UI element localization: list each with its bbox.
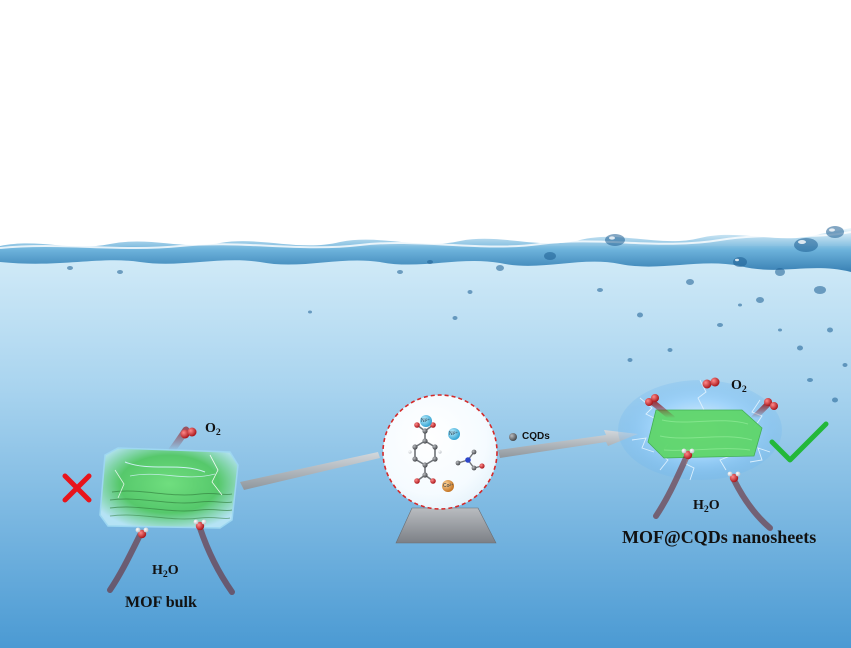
arrow-left-to-center [240, 452, 380, 490]
solvent-atoms [455, 449, 485, 471]
linker-atoms [408, 422, 442, 484]
left-o2-label: O2 [205, 421, 221, 439]
left-h2o-trails [107, 525, 235, 595]
cqds-label: CQDs [522, 431, 550, 442]
right-o2-molecules [645, 377, 778, 410]
right-o2-label: O2 [731, 378, 747, 396]
cqd-dot [509, 433, 517, 441]
left-o2-molecule [180, 427, 197, 439]
ni-ion-top-label: Ni²⁺ [421, 418, 431, 424]
mof-bulk-block [99, 447, 239, 529]
pedestal [395, 507, 497, 544]
ni-ion-right [448, 428, 460, 440]
water-bubbles [67, 226, 848, 403]
arrow-center-to-right [498, 430, 638, 458]
sky-area [0, 0, 851, 250]
nanosheet [647, 409, 763, 459]
nanosheet-texture [659, 419, 753, 451]
left-h2o-molecules [135, 519, 207, 539]
co-ion-label: Co²⁺ [443, 483, 454, 489]
right-h2o-label: H2O [693, 498, 720, 516]
ni-ion-right-label: Ni²⁺ [449, 431, 459, 437]
co-ion [442, 480, 454, 492]
left-name-label: MOF bulk [125, 594, 197, 611]
green-check-icon [769, 421, 829, 463]
ni-ion-top [420, 415, 432, 427]
right-h2o-molecules [681, 448, 741, 483]
bubble-highlights [609, 228, 835, 262]
right-name-label: MOF@CQDs nanosheets [622, 527, 817, 547]
red-cross-icon [62, 473, 92, 503]
right-h2o-trails [653, 455, 773, 531]
water-surface-highlight [0, 231, 851, 249]
left-h2o-label: H2O [152, 563, 179, 581]
water-surface [0, 228, 851, 272]
